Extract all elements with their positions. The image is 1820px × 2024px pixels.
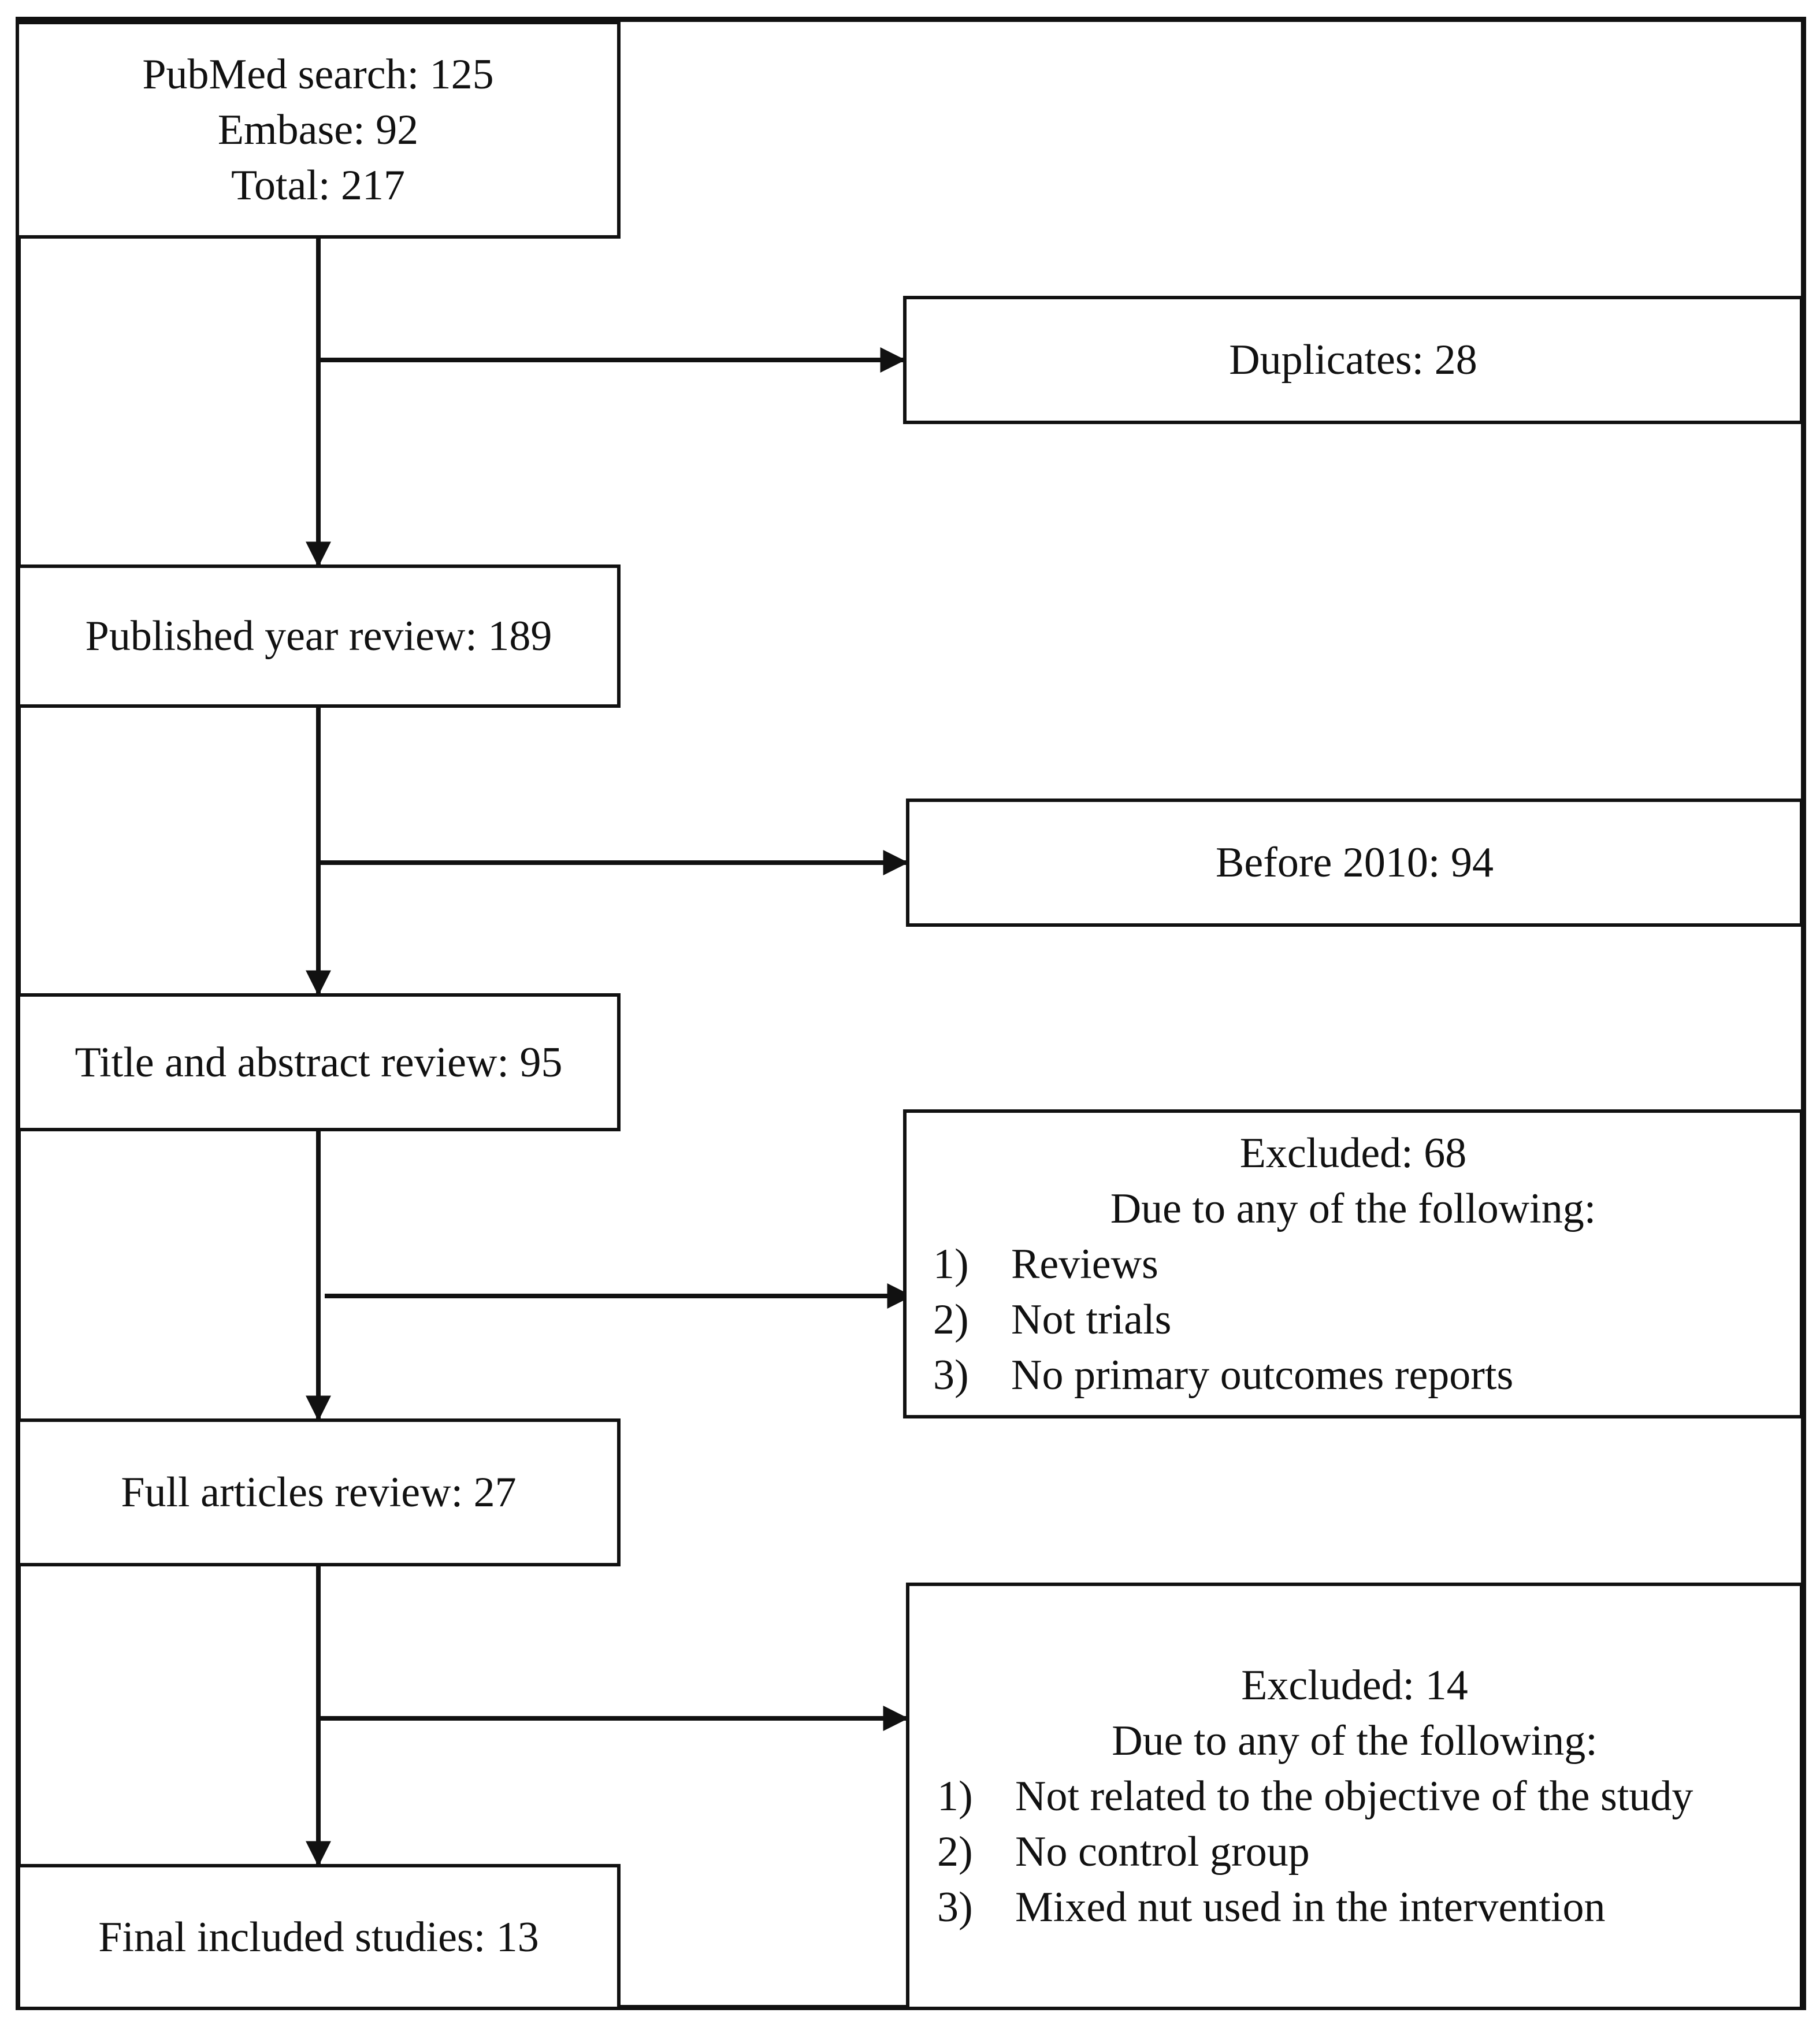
list-item-number: 2) [937,1828,973,1876]
list-item: 1) Not related to the objective of the s… [937,1769,1693,1824]
full-text-reasons-list: 1) Not related to the objective of the s… [937,1769,1693,1935]
list-item: 3) Mixed nut used in the intervention [937,1880,1693,1935]
final-included-studies-label: Final included studies: 13 [98,1913,539,1961]
duplicates-box: Duplicates: 28 [903,296,1803,424]
before-2010-label: Before 2010: 94 [1216,839,1494,886]
full-text-reasons-heading: Due to any of the following: [1112,1717,1598,1765]
list-item-text: No primary outcomes reports [1011,1351,1514,1399]
list-item-number: 3) [933,1351,969,1399]
title-abstract-review-box: Title and abstract review: 95 [17,993,621,1131]
final-included-studies-box: Final included studies: 13 [17,1864,621,2010]
published-year-review-box: Published year review: 189 [17,565,621,708]
list-item-number: 1) [937,1773,973,1820]
screening-reasons-list: 1) Reviews 2) Not trials 3) No primary o… [933,1236,1513,1403]
list-item: 1) Reviews [933,1236,1513,1292]
total-count: Total: 217 [231,161,406,209]
full-articles-review-label: Full articles review: 27 [121,1469,517,1516]
list-item-number: 1) [933,1240,969,1288]
list-item: 3) No primary outcomes reports [933,1347,1513,1403]
title-abstract-review-label: Title and abstract review: 95 [75,1038,563,1086]
screening-excluded-count: Excluded: 68 [1239,1129,1467,1177]
list-item-text: Reviews [1011,1240,1158,1288]
full-text-excluded-count: Excluded: 14 [1241,1662,1468,1709]
full-text-exclusions-box: Excluded: 14 Due to any of the following… [906,1583,1803,2010]
list-item-text: Mixed nut used in the intervention [1015,1884,1606,1931]
list-item-text: Not related to the objective of the stud… [1015,1773,1693,1820]
screening-exclusions-box: Excluded: 68 Due to any of the following… [903,1109,1803,1418]
full-articles-review-box: Full articles review: 27 [17,1418,621,1566]
embase-count: Embase: 92 [217,106,419,154]
list-item-number: 2) [933,1295,969,1343]
search-results-box: PubMed search: 125 Embase: 92 Total: 217 [16,21,621,239]
list-item: 2) No control group [937,1824,1693,1880]
screening-reasons-heading: Due to any of the following: [1110,1184,1596,1232]
published-year-review-label: Published year review: 189 [85,612,552,660]
list-item-number: 3) [937,1884,973,1931]
list-item-text: No control group [1015,1828,1310,1876]
pubmed-count: PubMed search: 125 [142,50,494,98]
before-2010-box: Before 2010: 94 [906,799,1803,927]
duplicates-label: Duplicates: 28 [1229,336,1477,384]
list-item: 2) Not trials [933,1292,1513,1347]
list-item-text: Not trials [1011,1295,1172,1343]
